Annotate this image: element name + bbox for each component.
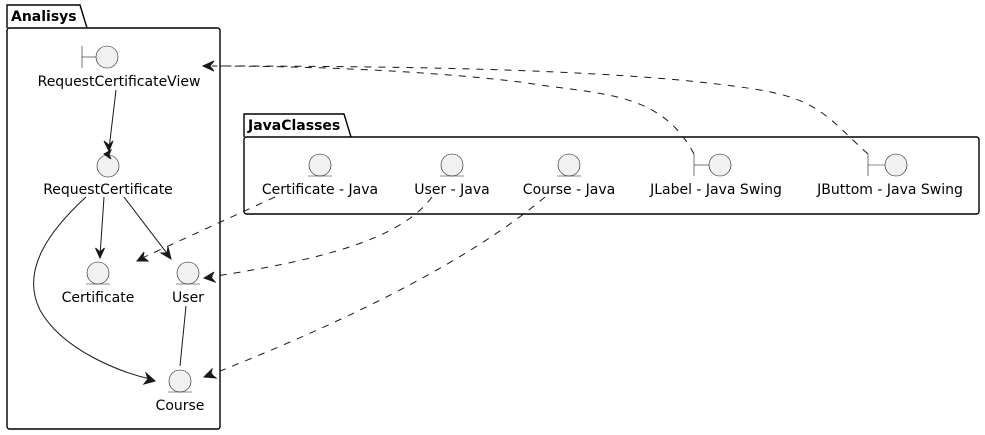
- package-analisys-title: Analisys: [11, 9, 77, 25]
- edge-request-certificate-to-user: [123, 196, 172, 261]
- package-analisys-tab: [6, 4, 88, 29]
- node-user: User: [172, 261, 204, 306]
- edge-request-certificate-to-certificate: [95, 196, 105, 260]
- node-label: Certificate: [62, 290, 135, 306]
- node-label: JLabel - Java Swing: [649, 182, 782, 198]
- edge-request-certificate-to-course: [33, 196, 157, 385]
- node-label: RequestCertificateView: [38, 74, 201, 90]
- node-certificate: Certificate: [62, 261, 135, 306]
- entity-icon: [86, 261, 110, 285]
- package-java-classes-tab: [243, 113, 352, 138]
- node-course-java: Course - Java: [523, 153, 615, 198]
- edge-jlabel-to-view: [201, 60, 695, 155]
- node-label: JButtom - Java Swing: [816, 182, 963, 198]
- edge-jbuttom-to-view: [211, 65, 869, 155]
- package-analisys: Analisys: [6, 4, 221, 430]
- boundary-icon: [81, 45, 119, 69]
- node-label: User - Java: [414, 182, 489, 198]
- edge-course-java-to-course: [202, 196, 546, 379]
- node-label: User: [172, 290, 204, 306]
- package-java-classes-title: JavaClasses: [247, 118, 340, 134]
- node-label: Course: [156, 398, 205, 414]
- control-icon: [96, 148, 120, 178]
- edge-certificate-java-to-certificate: [135, 196, 276, 262]
- entity-icon: [308, 153, 332, 177]
- node-course: Course: [156, 369, 205, 414]
- package-java-classes: JavaClasses: [243, 113, 980, 215]
- edge-view-to-request-certificate: [103, 89, 117, 153]
- boundary-icon: [693, 153, 732, 177]
- node-jbuttom: JButtom - Java Swing: [816, 153, 963, 198]
- node-user-java: User - Java: [414, 153, 490, 198]
- node-jlabel: JLabel - Java Swing: [649, 153, 782, 198]
- entity-icon: [440, 153, 464, 177]
- entity-icon: [176, 261, 200, 285]
- entity-icon: [168, 369, 192, 393]
- package-java-classes-body: [243, 136, 980, 215]
- entity-icon: [557, 153, 581, 177]
- edge-user-to-course: [179, 305, 187, 367]
- node-certificate-java: Certificate - Java: [262, 153, 378, 198]
- node-label: Certificate - Java: [262, 182, 378, 198]
- node-request-certificate: RequestCertificate: [43, 148, 173, 198]
- node-request-certificate-view: RequestCertificateView: [38, 45, 201, 90]
- node-label: RequestCertificate: [43, 182, 173, 198]
- edge-user-java-to-user: [202, 196, 433, 284]
- node-label: Course - Java: [523, 182, 615, 198]
- package-analisys-body: [6, 27, 221, 430]
- boundary-icon: [867, 153, 908, 177]
